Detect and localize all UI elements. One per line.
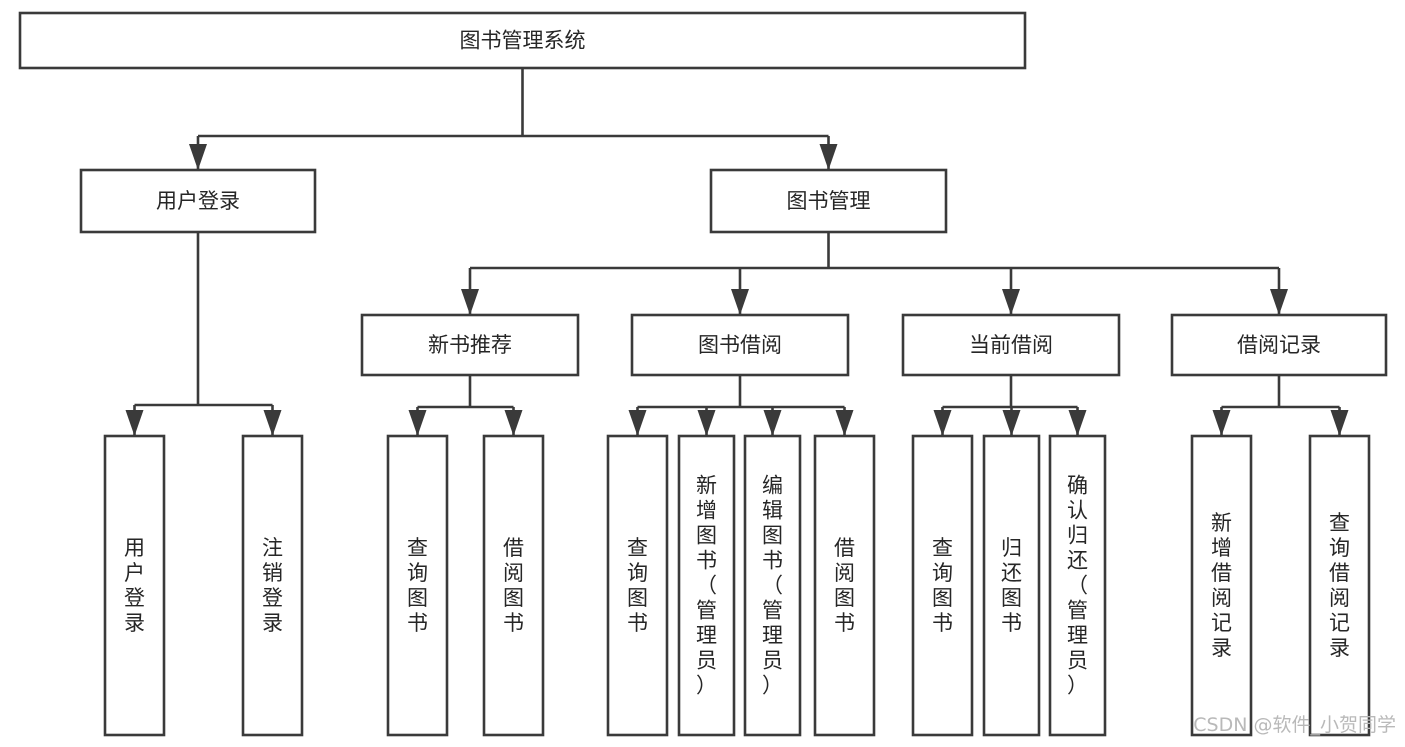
node-label: 图书借阅 [698, 333, 782, 357]
arrow-head-icon [731, 289, 749, 315]
node-box[interactable] [1190, 434, 1253, 737]
csdn-watermark: CSDN @软件_小贺同学 [1193, 714, 1396, 736]
node-box[interactable] [709, 168, 948, 234]
node-leaf-leaf-return-book[interactable]: 归还图书 [982, 434, 1041, 737]
arrow-head-icon [1002, 289, 1020, 315]
node-box[interactable] [241, 434, 304, 737]
node-leaf-leaf-edit-book-admin[interactable]: 编辑图书（管理员） [743, 434, 802, 737]
node-box[interactable] [813, 434, 876, 737]
node-label: 用户登录 [124, 536, 145, 635]
node-leaf-leaf-query-book-recommend[interactable]: 查询图书 [386, 434, 449, 737]
node-leaf-leaf-user-login[interactable]: 用户登录 [103, 434, 166, 737]
node-box[interactable] [18, 11, 1027, 70]
arrow-head-icon [504, 410, 523, 436]
node-box[interactable] [1308, 434, 1371, 737]
node-layer: 图书管理系统用户登录图书管理新书推荐图书借阅当前借阅借阅记录用户登录注销登录查询… [18, 11, 1388, 737]
arrow-head-icon [1068, 410, 1087, 436]
arrow-head-icon [628, 410, 647, 436]
node-leaf-leaf-query-book[interactable]: 查询图书 [606, 434, 669, 737]
node-level1-user-login[interactable]: 用户登录 [79, 168, 317, 234]
node-label: 用户登录 [156, 189, 240, 213]
arrow-head-icon [408, 410, 427, 436]
node-leaf-leaf-confirm-return-admin[interactable]: 确认归还（管理员） [1048, 434, 1107, 737]
arrow-head-icon [763, 410, 782, 436]
node-box[interactable] [1170, 313, 1388, 377]
node-label: 确认归还（管理员） [1067, 474, 1088, 698]
node-label: 新增图书（管理员） [696, 474, 717, 698]
arrow-head-icon [819, 144, 838, 170]
node-label: 图书管理 [787, 189, 871, 213]
node-box[interactable] [606, 434, 669, 737]
node-level1-book-management[interactable]: 图书管理 [709, 168, 948, 234]
node-box[interactable] [103, 434, 166, 737]
node-level2-new-book-recommend[interactable]: 新书推荐 [360, 313, 580, 377]
node-level2-current-borrow[interactable]: 当前借阅 [901, 313, 1121, 377]
arrow-head-icon [263, 410, 282, 436]
node-level2-borrow-record[interactable]: 借阅记录 [1170, 313, 1388, 377]
node-leaf-leaf-query-book-current[interactable]: 查询图书 [911, 434, 974, 737]
node-box[interactable] [630, 313, 850, 377]
arrow-head-icon [461, 289, 479, 315]
node-label: 编辑图书（管理员） [762, 474, 783, 698]
arrow-head-icon [835, 410, 854, 436]
node-label: 新增借阅记录 [1211, 511, 1232, 660]
node-box[interactable] [482, 434, 545, 737]
node-box[interactable] [677, 434, 736, 737]
node-label: 借阅记录 [1237, 333, 1321, 357]
arrow-head-icon [1270, 289, 1288, 315]
node-label: 图书管理系统 [460, 29, 586, 53]
node-leaf-leaf-borrow-book-recommend[interactable]: 借阅图书 [482, 434, 545, 737]
node-box[interactable] [982, 434, 1041, 737]
node-level2-book-borrow[interactable]: 图书借阅 [630, 313, 850, 377]
node-label: 查询图书 [407, 536, 428, 635]
arrow-head-icon [125, 410, 144, 436]
node-label: 查询图书 [932, 536, 953, 635]
node-box[interactable] [360, 313, 580, 377]
node-box[interactable] [79, 168, 317, 234]
node-label: 归还图书 [1001, 536, 1022, 635]
node-label: 注销登录 [262, 536, 283, 635]
node-box[interactable] [901, 313, 1121, 377]
node-label: 当前借阅 [969, 333, 1053, 357]
node-leaf-leaf-add-book-admin[interactable]: 新增图书（管理员） [677, 434, 736, 737]
arrow-head-icon [189, 144, 207, 170]
node-leaf-leaf-add-borrow-record[interactable]: 新增借阅记录 [1190, 434, 1253, 737]
node-root[interactable]: 图书管理系统 [18, 11, 1027, 70]
node-label: 查询图书 [627, 536, 648, 635]
arrow-head-icon [1330, 410, 1349, 436]
node-label: 借阅图书 [503, 536, 524, 635]
arrow-head-icon [933, 410, 952, 436]
arrow-head-icon [1002, 410, 1021, 436]
node-box[interactable] [911, 434, 974, 737]
node-leaf-leaf-borrow-book[interactable]: 借阅图书 [813, 434, 876, 737]
arrow-head-icon [1212, 410, 1231, 436]
node-box[interactable] [1048, 434, 1107, 737]
node-label: 查询借阅记录 [1329, 511, 1350, 660]
node-label: 借阅图书 [834, 536, 855, 635]
node-leaf-leaf-logout[interactable]: 注销登录 [241, 434, 304, 737]
arrow-head-icon [697, 410, 716, 436]
node-label: 新书推荐 [428, 333, 512, 357]
node-leaf-leaf-query-borrow-record[interactable]: 查询借阅记录 [1308, 434, 1371, 737]
connector-layer [125, 68, 1349, 436]
node-box[interactable] [386, 434, 449, 737]
node-box[interactable] [743, 434, 802, 737]
